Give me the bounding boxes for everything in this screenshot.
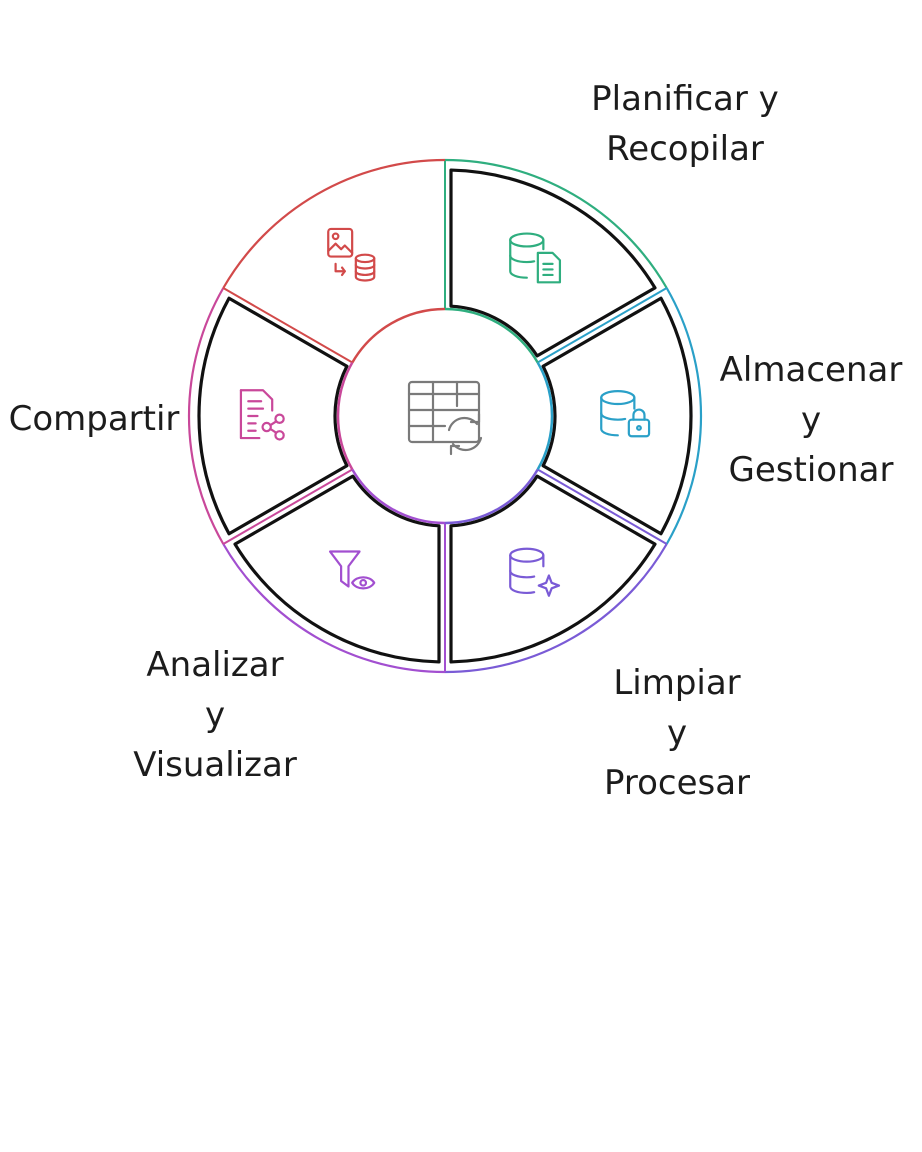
label-store-line-1: Almacenar [719,350,903,390]
label-share-line-1: Compartir [8,399,180,439]
label-store-line-2: y [800,400,822,440]
label-analyze-line-3: Visualizar [133,745,297,785]
outer-arc-analyze [222,543,446,674]
hub-circle [339,310,551,522]
label-analyze-line-1: Analizar [146,645,284,685]
outer-ring-arcs [187,158,703,674]
hub-arc-clean [444,468,539,525]
segment-clean [449,474,657,664]
segment-store [541,296,693,536]
label-clean: Limpiar y Procesar [572,658,782,808]
label-clean-line-1: Limpiar [613,663,741,703]
label-store: Almacenar y Gestionar [700,345,922,495]
label-analyze-line-2: y [204,695,226,735]
label-clean-line-3: Procesar [603,763,751,803]
image-to-database-icon [327,227,376,282]
hub-arc-store [536,361,554,471]
label-plan-line-1: Planificar y [591,79,779,119]
outer-arc-plan [444,158,668,289]
outer-arc-share [187,287,225,545]
label-analyze: Analizar y Visualizar [105,640,325,790]
ring-segments [197,168,693,664]
hub-arc-collect [351,307,446,364]
divider-collect [222,287,353,364]
label-plan: Planificar y Recopilar [560,74,810,174]
outer-arc-collect [222,158,446,289]
segment-share [197,296,349,536]
divider-clean [537,468,668,545]
label-clean-line-2: y [666,713,688,753]
segment-analyze [233,474,441,664]
divider-store [537,287,668,364]
center-hub [336,307,554,525]
label-store-line-3: Gestionar [728,450,894,490]
hub-arc-share [336,361,354,471]
label-plan-line-2: Recopilar [606,129,764,169]
hub-arc-plan [444,307,539,364]
divider-share [222,468,353,545]
label-share: Compartir [0,394,188,444]
hub-arc-analyze [351,468,446,525]
outer-arc-clean [444,543,668,674]
outer-arc-store [665,287,703,545]
